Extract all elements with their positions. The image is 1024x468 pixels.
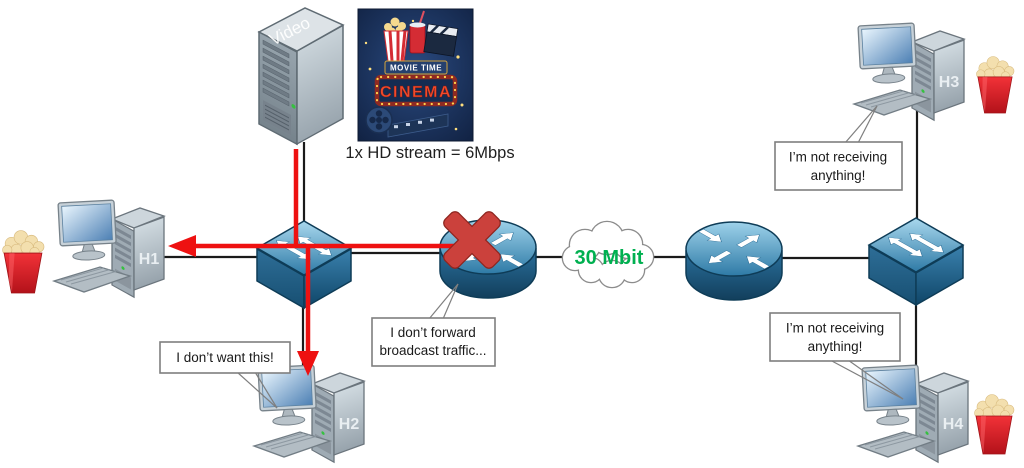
popcorn-icon-h1 <box>2 229 45 294</box>
broadcast-arrow-down-head <box>297 351 319 376</box>
poster-clapperboard-icon <box>423 23 459 57</box>
no-forward-x-icon <box>443 211 501 269</box>
host-h3-label: H3 <box>939 74 960 91</box>
wan-cloud-label: 30 Mbit <box>575 247 644 269</box>
broadcast-arrow-left-head <box>168 235 196 257</box>
speech-bubble-router-line2: broadcast traffic... <box>379 343 486 358</box>
host-h1: H1 <box>53 199 165 298</box>
video-server-icon: Video <box>257 7 345 146</box>
wan-cloud: 30 Mbit <box>561 220 655 289</box>
poster-marquee-label: MOVIE TIME <box>390 64 442 73</box>
host-h2: H2 <box>253 364 365 463</box>
pc-icon <box>853 22 965 121</box>
speech-bubble-h4-line2: anything! <box>808 339 863 354</box>
movie-poster: MOVIE TIME CINEMA <box>357 8 474 142</box>
poster-film-reel-icon <box>365 106 449 138</box>
host-h4: H4 <box>857 364 969 463</box>
speech-bubble-h4-line1: I’m not receiving <box>786 321 884 336</box>
pc-icon <box>253 364 365 463</box>
poster-cinema-label: CINEMA <box>380 84 452 101</box>
popcorn-icon-h4 <box>974 394 1015 455</box>
pc-icon <box>857 364 969 463</box>
speech-bubble-router-line1: I don’t forward <box>390 325 476 340</box>
host-h2-label: H2 <box>339 416 360 433</box>
speech-bubble-h2-text: I don’t want this! <box>176 350 274 365</box>
poster-drink-icon <box>409 10 426 54</box>
pc-icon <box>53 199 165 298</box>
stream-note: 1x HD stream = 6Mbps <box>345 144 514 162</box>
speech-bubble-h2: I don’t want this! <box>159 341 291 409</box>
router-right-icon <box>685 221 783 301</box>
host-h3: H3 <box>853 22 965 121</box>
switch-right-icon <box>868 217 964 306</box>
speech-bubble-router: I don’t forward broadcast traffic... <box>371 283 496 367</box>
poster-popcorn-icon <box>383 17 409 62</box>
broadcast-arrows <box>168 149 466 376</box>
popcorn-icon-h3 <box>975 55 1015 114</box>
poster-sparkles <box>364 19 464 131</box>
speech-bubble-h3-line2: anything! <box>811 168 866 183</box>
host-h1-label: H1 <box>139 251 160 268</box>
speech-bubble-h3-line1: I’m not receiving <box>789 150 887 165</box>
speech-bubble-h4: I’m not receiving anything! <box>769 312 904 400</box>
speech-bubble-h3: I’m not receiving anything! <box>774 105 903 191</box>
host-h4-label: H4 <box>943 416 964 433</box>
switch-left-icon <box>256 220 352 309</box>
